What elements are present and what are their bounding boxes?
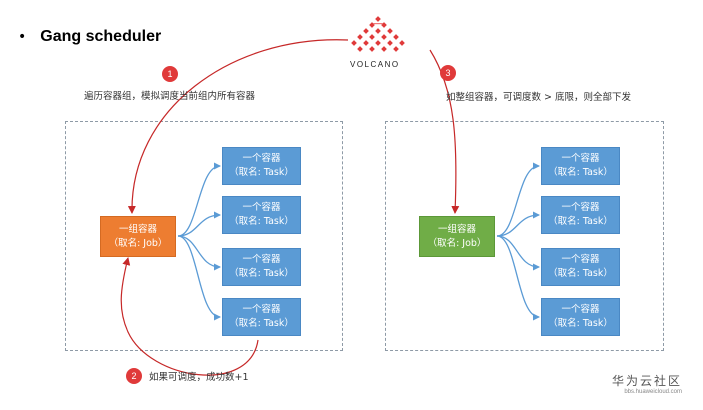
left-task-box: 一个容器 （取名: Task） — [222, 298, 301, 336]
task-line1: 一个容器 — [561, 304, 600, 316]
task-line2: （取名: Task） — [229, 216, 294, 227]
arrow-step-3 — [429, 49, 460, 214]
step-1-text: 遍历容器组，模拟调度当前组内所有容器 — [84, 91, 256, 102]
task-line1: 一个容器 — [561, 153, 600, 165]
task-line1: 一个容器 — [561, 202, 600, 214]
step-3-number: 3 — [440, 65, 456, 81]
watermark-url: bbs.huaweicloud.com — [624, 389, 683, 395]
right-panel — [385, 121, 664, 351]
step-1: 1 — [162, 66, 178, 82]
left-panel — [65, 121, 343, 351]
task-line1: 一个容器 — [242, 254, 281, 266]
task-line2: （取名: Task） — [548, 216, 613, 227]
left-job-line2: （取名: Job） — [108, 237, 168, 249]
right-task-box: 一个容器 （取名: Task） — [541, 196, 620, 234]
left-job-line1: 一组容器 — [118, 223, 157, 235]
watermark: 华为云社区 bbs.huaweicloud.com — [612, 372, 682, 395]
logo-text: VOLCANO — [350, 60, 400, 69]
right-task-box: 一个容器 （取名: Task） — [541, 298, 620, 336]
step-2-number: 2 — [126, 368, 142, 384]
volcano-logo-icon — [351, 16, 405, 52]
right-fanout-arrows — [496, 162, 540, 321]
task-line2: （取名: Task） — [229, 268, 294, 279]
bullet-marker: • — [18, 29, 27, 45]
watermark-brand: 华为云社区 — [612, 374, 683, 388]
left-task-box: 一个容器 （取名: Task） — [222, 196, 301, 234]
left-fanout-arrows — [177, 162, 221, 321]
step-3-text: 如整组容器，可调度数 > 底限，则全部下发 — [446, 92, 632, 103]
arrow-step-2 — [120, 257, 259, 376]
left-task-box: 一个容器 （取名: Task） — [222, 248, 301, 286]
step-2-text: 如果可调度，成功数+1 — [149, 372, 249, 383]
slide-title-row: • Gang scheduler — [18, 28, 161, 46]
slide-title: Gang scheduler — [40, 28, 162, 45]
step-3: 3 — [440, 65, 456, 81]
left-job-box: 一组容器 （取名: Job） — [100, 216, 176, 257]
task-line2: （取名: Task） — [548, 318, 613, 329]
task-line2: （取名: Task） — [229, 167, 294, 178]
left-task-box: 一个容器 （取名: Task） — [222, 147, 301, 185]
task-line1: 一个容器 — [242, 153, 281, 165]
right-task-box: 一个容器 （取名: Task） — [541, 147, 620, 185]
step-2: 2 如果可调度，成功数+1 — [126, 368, 249, 384]
task-line1: 一个容器 — [242, 304, 281, 316]
right-job-line1: 一组容器 — [437, 223, 476, 235]
step-1-number: 1 — [162, 66, 178, 82]
arrow-step-1 — [127, 39, 349, 214]
task-line2: （取名: Task） — [229, 318, 294, 329]
right-task-box: 一个容器 （取名: Task） — [541, 248, 620, 286]
task-line2: （取名: Task） — [548, 167, 613, 178]
task-line1: 一个容器 — [561, 254, 600, 266]
task-line1: 一个容器 — [242, 202, 281, 214]
task-line2: （取名: Task） — [548, 268, 613, 279]
right-job-box: 一组容器 （取名: Job） — [419, 216, 495, 257]
right-job-line2: （取名: Job） — [427, 237, 487, 249]
